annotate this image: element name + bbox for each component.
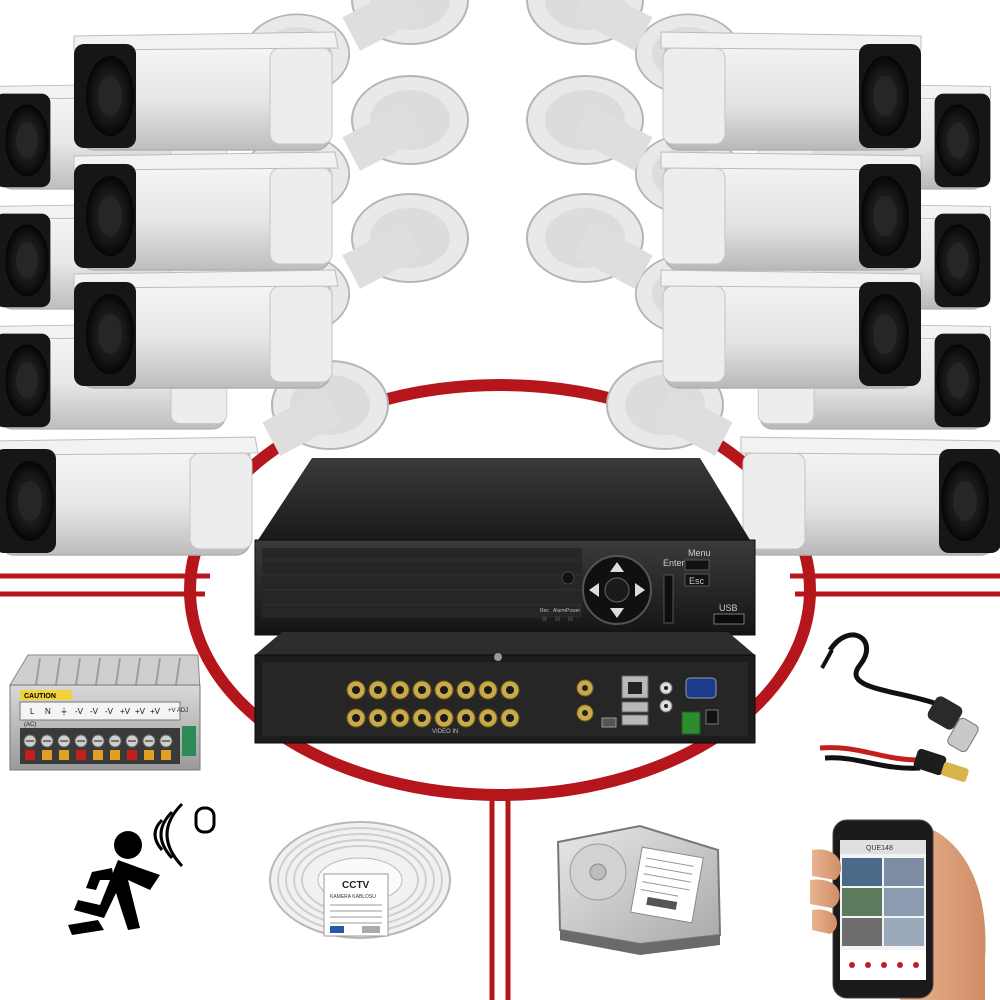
video-in-label: VIDEO IN (432, 729, 458, 735)
terminal-screws (23, 734, 173, 760)
caution-label: CAUTION (24, 693, 56, 700)
red-ring (184, 379, 816, 801)
bnc-connector (412, 680, 432, 700)
cable-type-label: KAMERA KABLOSU (330, 894, 376, 900)
smartphone-in-hand: QUE148 (810, 819, 986, 1000)
dpad-control (582, 555, 652, 625)
bnc-connector (478, 708, 498, 728)
ac-label: (AC) (24, 722, 36, 728)
rec-led-label: Rec (540, 608, 549, 614)
bnc-connector (456, 708, 476, 728)
bnc-connector (500, 680, 520, 700)
motion-sensor-icon (68, 802, 216, 935)
red-wiring (0, 379, 1000, 1000)
alarm-led-label: Alarm (553, 608, 566, 614)
usb-label: USB (719, 603, 738, 613)
power-supply: CAUTION L N ⏚ -V -V -V +V +V +V (AC) +V ADJ (9, 654, 201, 771)
cable-reel: CCTV KAMERA KABLOSU (269, 821, 451, 939)
bnc-video-inputs (346, 680, 520, 728)
bnc-connector (346, 708, 366, 728)
adj-label: +V ADJ (168, 708, 188, 714)
terminal-label: -V (75, 707, 84, 716)
menu-label: Menu (688, 548, 711, 558)
bnc-connector (368, 708, 388, 728)
terminal-labels: L N ⏚ -V -V -V +V +V +V (30, 707, 161, 716)
esc-label: Esc (689, 576, 705, 586)
terminal-label: -V (105, 707, 114, 716)
bnc-connector (346, 680, 366, 700)
enter-label: Enter (663, 558, 685, 568)
bnc-connector (456, 680, 476, 700)
bnc-connector (500, 708, 520, 728)
cable-brand-label: CCTV (342, 880, 370, 891)
hard-drive (556, 824, 722, 955)
bnc-connector (434, 680, 454, 700)
bnc-pigtail-cable (820, 632, 979, 753)
app-header-label: QUE148 (866, 845, 893, 852)
terminal-label: +V (135, 707, 146, 716)
dvr-rear-panel: VIDEO IN (254, 632, 756, 744)
bnc-connector (434, 708, 454, 728)
bnc-connector (412, 708, 432, 728)
dvr-recorder: Enter Menu Esc USB Rec Alarm Power (254, 458, 756, 636)
terminal-label: N (45, 707, 51, 716)
dc-power-cable (819, 745, 969, 782)
terminal-label: +V (150, 707, 161, 716)
bnc-connector (390, 680, 410, 700)
terminal-label: ⏚ (60, 707, 68, 716)
terminal-label: -V (90, 707, 99, 716)
power-led-label: Power (566, 608, 581, 614)
bnc-connector (368, 680, 388, 700)
bnc-connector (390, 708, 410, 728)
terminal-label: L (30, 707, 35, 716)
bnc-connector (478, 680, 498, 700)
terminal-label: +V (120, 707, 131, 716)
